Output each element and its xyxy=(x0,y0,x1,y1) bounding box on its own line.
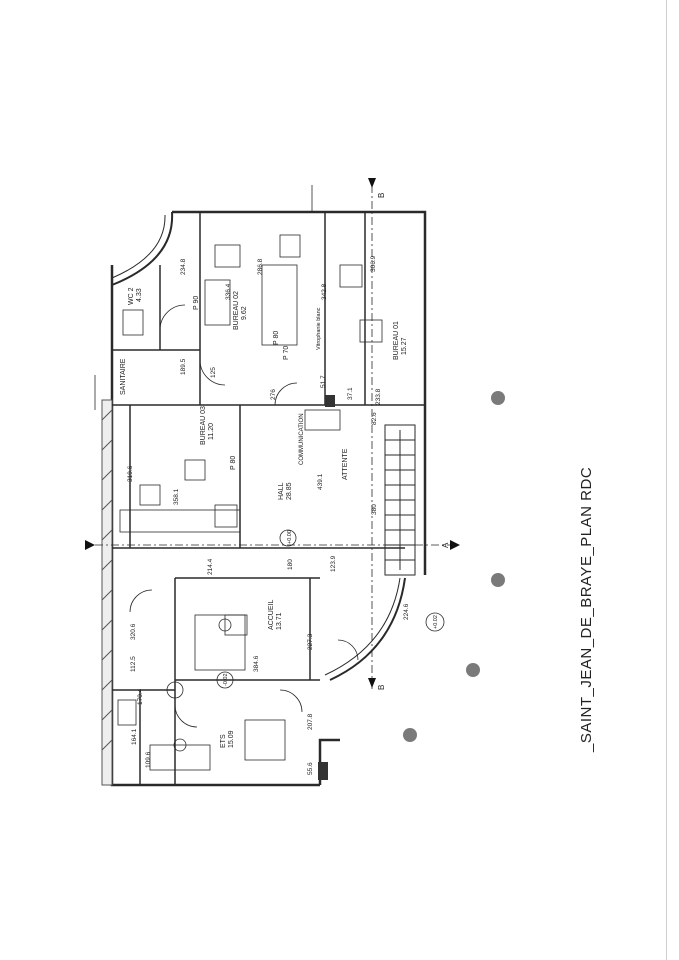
dimension: 189.5 xyxy=(180,358,187,375)
dimension: 51.7 xyxy=(320,375,327,388)
dimension: 306.9 xyxy=(370,255,377,272)
exterior-columns xyxy=(403,391,505,742)
room-area: 15.09 xyxy=(228,730,235,748)
room-area: 13.71 xyxy=(276,612,283,630)
room-area: 9.62 xyxy=(241,306,248,320)
dimension: 234.8 xyxy=(180,258,187,275)
dimension: 37.1 xyxy=(347,387,354,400)
level-value: +0.00 xyxy=(287,530,293,544)
level-marker xyxy=(279,529,297,547)
dimension: 286.8 xyxy=(257,258,264,275)
section-b-arrow-top xyxy=(368,178,376,188)
room-label: HALL xyxy=(278,482,285,500)
dimension: 319.6 xyxy=(127,465,134,482)
dimension: 109.6 xyxy=(145,751,152,768)
dimension: 180 xyxy=(287,559,294,570)
room-label: BUREAU 02 xyxy=(233,291,240,330)
door-label: P 80 xyxy=(273,331,280,345)
outer-walls xyxy=(110,210,427,787)
room-area: 11.20 xyxy=(208,423,215,440)
pillar xyxy=(325,395,335,407)
dimension: 224.6 xyxy=(403,603,410,620)
facade-wall xyxy=(101,399,113,786)
room-label: ETS xyxy=(220,734,227,748)
dimension: 384.6 xyxy=(253,655,260,672)
vitro-label: Vitrophanie blanc xyxy=(316,307,322,350)
section-letter: B xyxy=(377,193,386,198)
staircase xyxy=(384,424,416,576)
section-a-arrow-left xyxy=(85,540,95,550)
section-letter: B xyxy=(377,685,386,690)
dimension: 336.4 xyxy=(225,283,232,300)
room-label: SANITAIRE xyxy=(120,358,127,395)
section-lines xyxy=(95,185,450,690)
level-marker xyxy=(166,681,184,699)
dimension: 439.1 xyxy=(317,473,324,490)
room-label: ACCUEIL xyxy=(268,600,275,630)
section-a-arrow xyxy=(450,540,460,550)
dimension: 112.5 xyxy=(130,656,137,672)
dimension: 55.6 xyxy=(307,762,314,775)
section-b-arrow-bottom xyxy=(368,678,376,688)
room-label: BUREAU 03 xyxy=(200,406,207,445)
dimension: 123.9 xyxy=(330,555,337,572)
dimension: 358.1 xyxy=(173,488,180,505)
dimension: 233.8 xyxy=(375,388,382,405)
room-label: WC 2 xyxy=(128,287,135,305)
door-label: P 80 xyxy=(230,456,237,470)
section-letter: A xyxy=(441,542,450,548)
door-swings xyxy=(129,304,359,728)
room-area: 15.27 xyxy=(401,337,408,355)
dimension: 170.4 xyxy=(137,688,144,705)
dimension: 227.3 xyxy=(307,633,314,650)
room-label: ATTENTE xyxy=(342,448,349,480)
room-label: COMMUNICATION xyxy=(299,413,305,465)
door-label: P 70 xyxy=(283,346,290,360)
dimension: 320.6 xyxy=(130,623,137,640)
dimension: 276 xyxy=(270,389,277,400)
dimension: 214.4 xyxy=(207,558,214,575)
door-label: P 90 xyxy=(193,296,200,310)
room-label: BUREAU 01 xyxy=(393,321,400,360)
level-value: +0.02 xyxy=(433,615,439,629)
entrance-curve xyxy=(329,577,406,681)
level-marker xyxy=(425,612,445,632)
room-area: 4.33 xyxy=(136,288,143,302)
dimension: 380 xyxy=(371,504,378,515)
pillar xyxy=(318,762,328,780)
level-marker xyxy=(216,671,234,689)
level-value: -0.02 xyxy=(223,673,229,686)
dimension: 207.8 xyxy=(307,713,314,730)
room-area: 28.85 xyxy=(286,482,293,500)
dimension: 342.8 xyxy=(321,283,328,300)
dimension: 125 xyxy=(210,367,217,378)
dimension: 82.6 xyxy=(371,412,378,425)
furniture xyxy=(117,234,383,771)
interior-walls xyxy=(112,212,425,785)
page-border xyxy=(666,0,667,960)
curved-wall xyxy=(111,211,174,286)
plan-title: _SAINT_JEAN_DE_BRAYE_PLAN RDC xyxy=(578,466,595,752)
dimension: 164.1 xyxy=(131,728,138,745)
